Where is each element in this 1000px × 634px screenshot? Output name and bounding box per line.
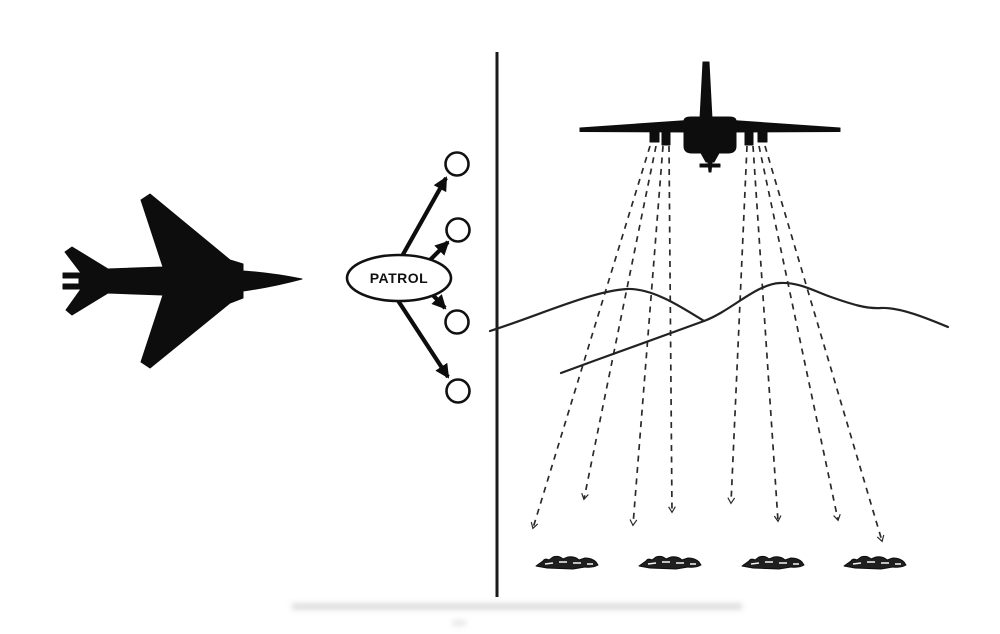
sensor-beam	[764, 145, 885, 543]
wing-pylon	[661, 129, 671, 146]
aircraft-probe-crossbar	[699, 163, 721, 168]
sensor-beam	[668, 145, 676, 514]
surveillance-panel	[488, 61, 950, 570]
patrol-arrow	[399, 176, 448, 260]
faded-caption-smudge	[292, 603, 742, 626]
aircraft-chin-fairing	[700, 152, 720, 163]
ground-target	[741, 555, 805, 570]
sensor-beam	[530, 145, 651, 530]
wing-pylon	[744, 129, 754, 146]
waypoint-circle	[445, 378, 471, 404]
sensor-beams	[530, 145, 885, 543]
ground-target	[535, 555, 599, 570]
terrain-ridge-back	[488, 287, 706, 333]
fighter-jet-top-view	[62, 193, 303, 369]
sensor-beam	[629, 145, 664, 527]
wing-pylon	[757, 129, 768, 143]
fighter-jet-silhouette	[62, 193, 303, 369]
patrol-node-label: PATROL	[370, 270, 428, 286]
waypoint-circle	[444, 151, 470, 177]
sensor-beam	[581, 145, 657, 501]
sensor-beam	[752, 145, 782, 523]
waypoint-circle	[444, 309, 470, 335]
terrain-ridge-front	[559, 281, 950, 375]
terrain-ridgelines	[488, 281, 950, 375]
patrol-arrow	[395, 297, 450, 379]
ground-target	[843, 555, 907, 570]
ground-targets	[535, 555, 907, 570]
patrol-flow-diagram: PATROL	[345, 151, 471, 404]
ground-target	[638, 555, 702, 570]
aircraft-fuselage	[683, 116, 737, 154]
sensor-beam	[758, 145, 841, 522]
waypoint-circle	[445, 217, 471, 243]
patrol-node-ellipse	[345, 253, 453, 303]
wing-pylon	[649, 129, 660, 143]
aircraft-tail-fin	[699, 61, 713, 120]
sensor-beam	[727, 145, 748, 505]
surveillance-aircraft-front-view	[579, 61, 841, 173]
